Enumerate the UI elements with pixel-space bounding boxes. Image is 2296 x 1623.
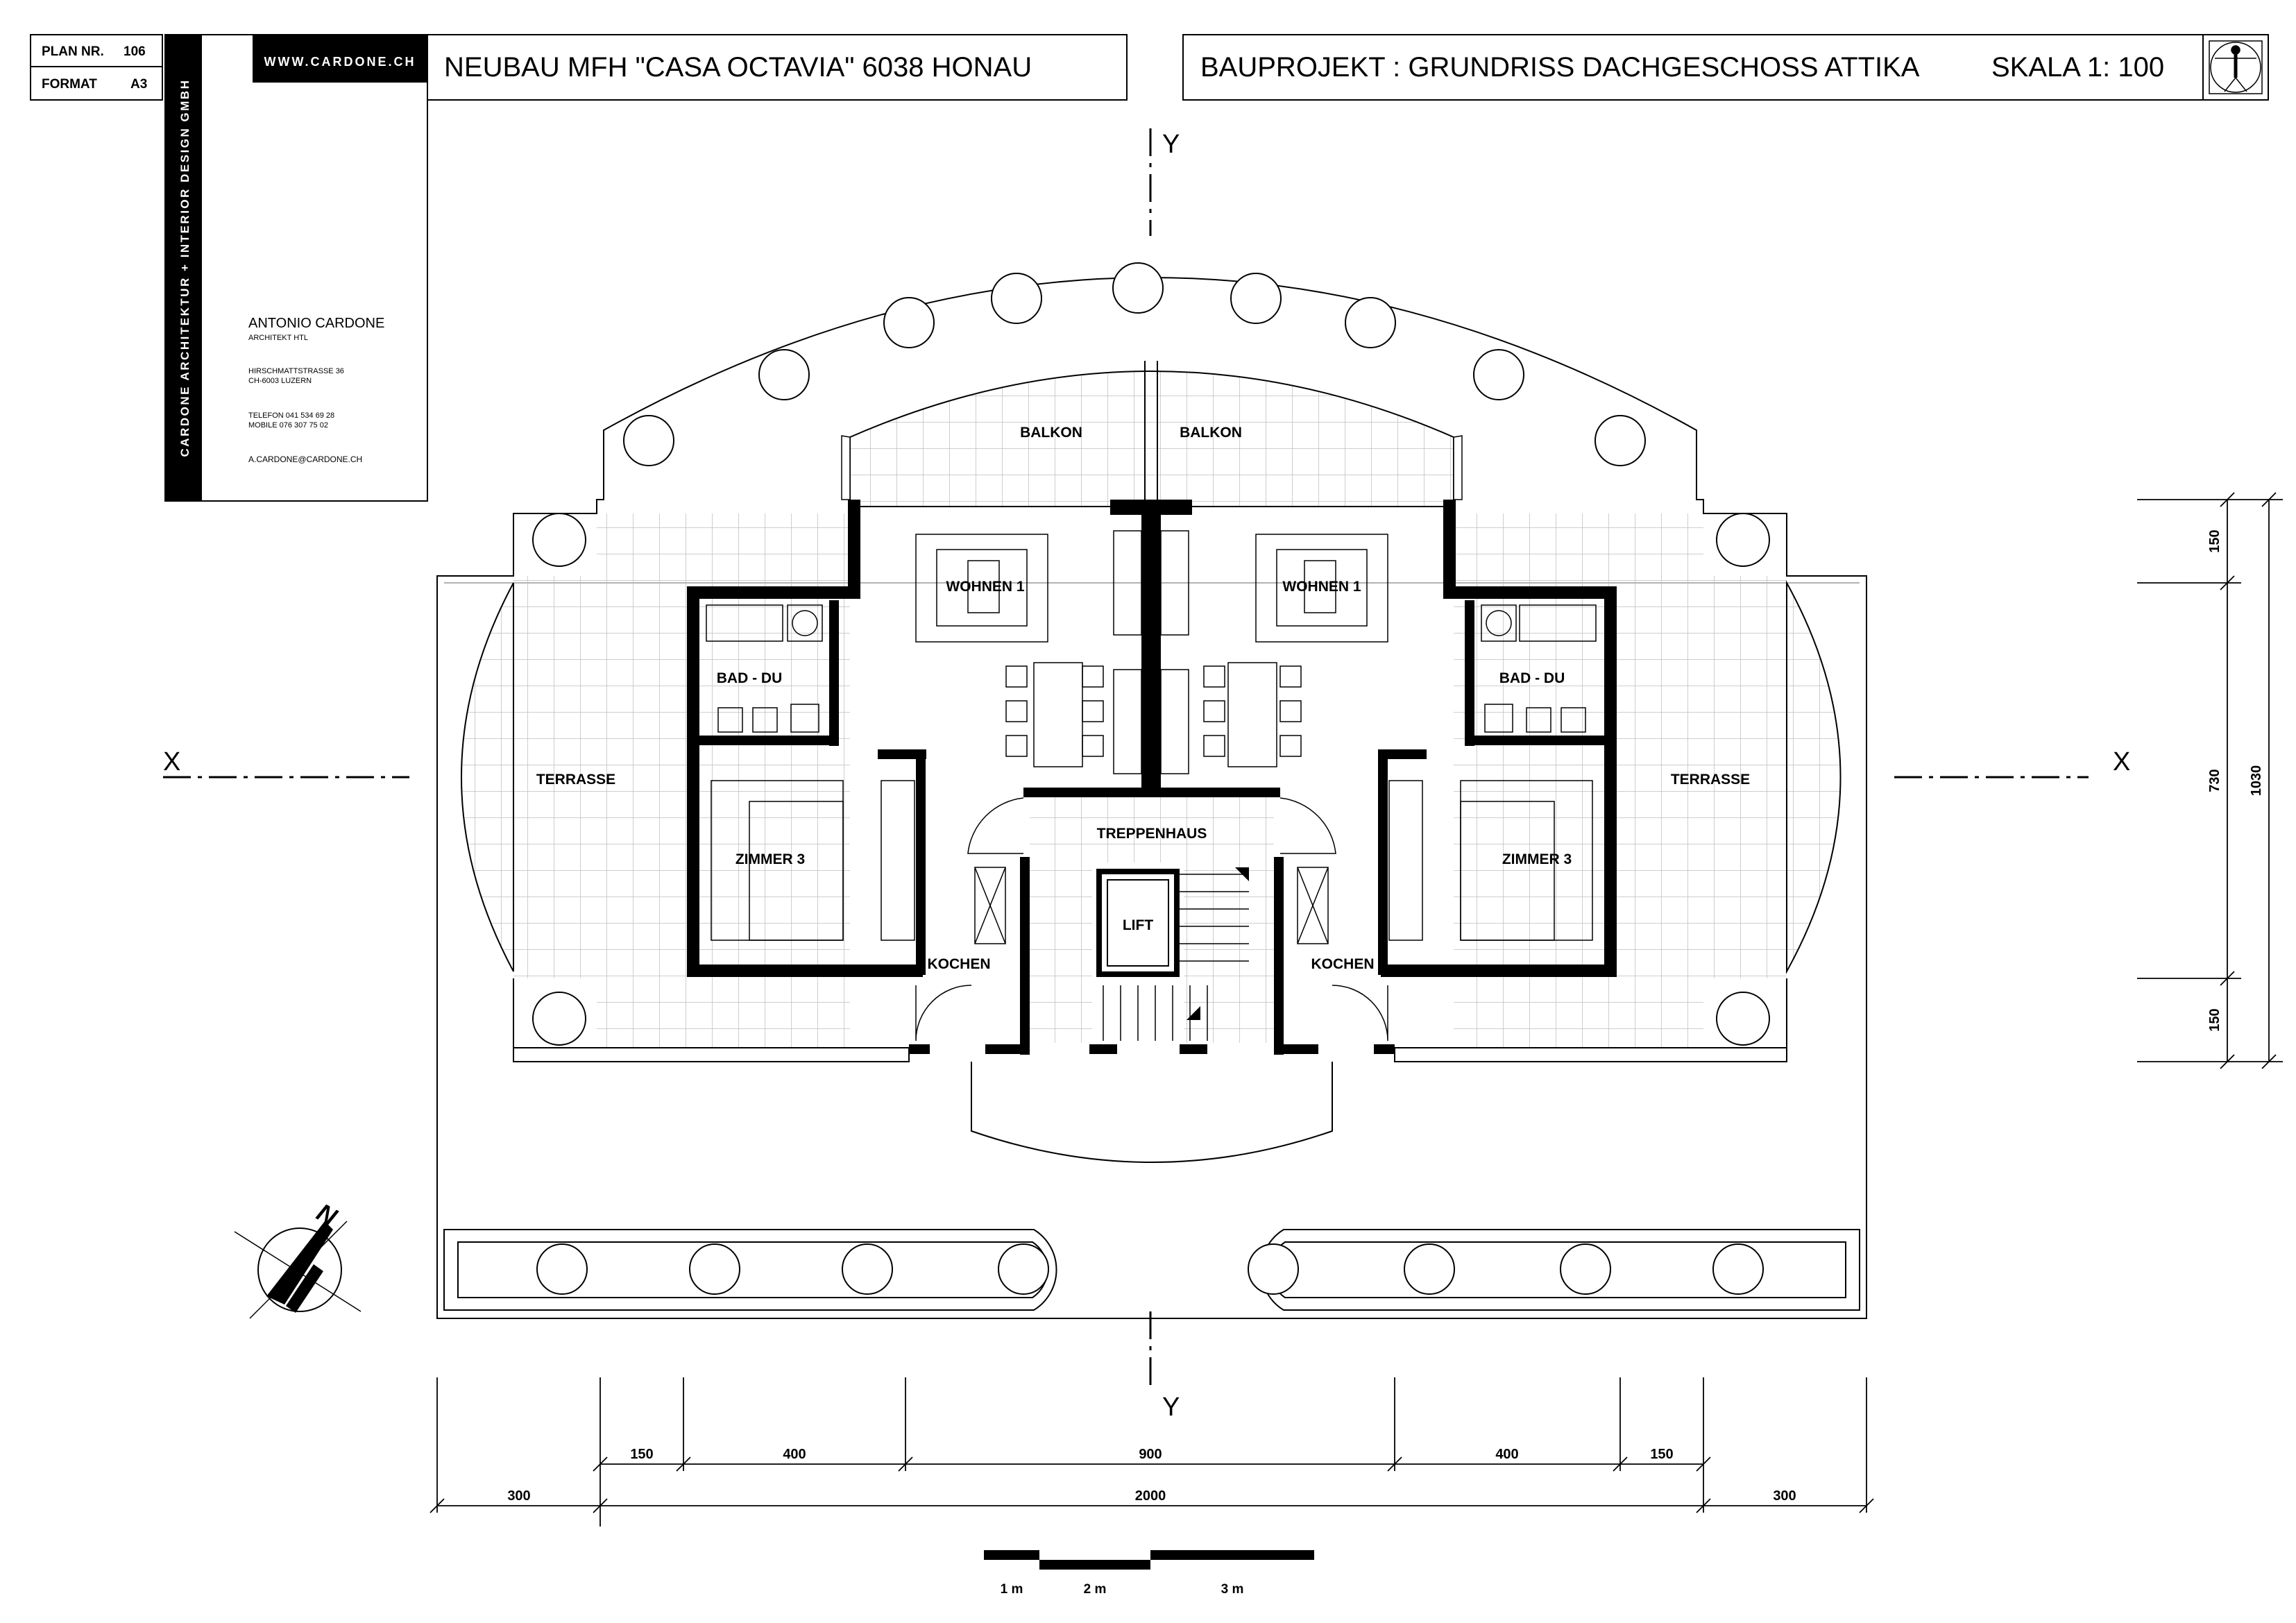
title-block: [30, 34, 2269, 502]
dim-bottom-400-left: 400: [783, 1447, 806, 1462]
format-value: A3: [130, 77, 147, 92]
architect-name: ANTONIO CARDONE: [248, 316, 384, 331]
website-bar: [253, 34, 428, 83]
north-arrow-icon: [234, 1221, 362, 1319]
email: A.CARDONE@CARDONE.CH: [248, 454, 362, 464]
lift-cabin: [1107, 879, 1169, 967]
address-line2: CH-6003 LUZERN: [248, 377, 312, 385]
dim-bottom-300-right: 300: [1773, 1488, 1796, 1504]
plan-nr-label: PLAN NR.: [42, 44, 104, 59]
mobile: MOBILE 076 307 75 02: [248, 421, 328, 430]
terrace-right-arc: [1786, 582, 1842, 972]
planter-circles-top: [623, 262, 1646, 466]
website-text: WWW.CARDONE.CH: [264, 55, 416, 69]
room-wohnen-left: WOHNEN 1: [946, 579, 1024, 595]
room-kochen-left: KOCHEN: [927, 956, 990, 972]
axis-x-right: X: [2113, 747, 2130, 776]
dim-bottom-150-left: 150: [630, 1447, 653, 1462]
axis-y-bottom: Y: [1162, 1393, 1180, 1422]
room-balkon-left: BALKON: [1020, 425, 1082, 441]
dim-right-150b: 150: [2207, 1008, 2222, 1031]
furniture: [706, 530, 1597, 1042]
room-zimmer-left: ZIMMER 3: [735, 851, 805, 867]
stair-steps: [1103, 874, 1249, 1041]
company-box: [164, 34, 428, 502]
scale-3m: 3 m: [1221, 1582, 1244, 1597]
dim-right-730: 730: [2207, 769, 2222, 792]
drawing-title: BAUPROJEKT : GRUNDRISS DACHGESCHOSS ATTI…: [1200, 52, 1920, 83]
room-zimmer-right: ZIMMER 3: [1502, 851, 1572, 867]
phone: TELEFON 041 534 69 28: [248, 411, 334, 420]
terrace-left-arc: [461, 582, 514, 972]
planter-boxes-bottom: [443, 1229, 1860, 1311]
address-line1: HIRSCHMATTSTRASSE 36: [248, 367, 344, 375]
room-bad-right: BAD - DU: [1499, 670, 1565, 686]
room-wohnen-right: WOHNEN 1: [1282, 579, 1361, 595]
dim-right-1030: 1030: [2249, 765, 2264, 797]
dim-bottom-300-left: 300: [507, 1488, 530, 1504]
architect-title: ARCHITEKT HTL: [248, 334, 308, 342]
company-vertical-text: CARDONE ARCHITEKTUR + INTERIOR DESIGN GM…: [178, 79, 192, 457]
project-title: NEUBAU MFH "CASA OCTAVIA" 6038 HONAU: [444, 52, 1032, 83]
entry-canopy: [971, 1062, 1333, 1163]
room-lift: LIFT: [1123, 917, 1153, 933]
dimension-lines-bottom: [430, 1377, 1874, 1527]
scale-1m: 1 m: [1001, 1582, 1023, 1597]
dim-right-150a: 150: [2207, 529, 2222, 552]
vitruvian-logo-icon: [2209, 40, 2263, 94]
scale-2m: 2 m: [1084, 1582, 1107, 1597]
dim-bottom-900: 900: [1139, 1447, 1162, 1462]
company-vertical-bar: [164, 34, 202, 502]
planter-circles-corners: [532, 513, 1770, 1046]
format-label: FORMAT: [42, 77, 97, 92]
room-balkon-right: BALKON: [1180, 425, 1242, 441]
plan-nr-value: 106: [124, 44, 146, 59]
room-terrasse-right: TERRASSE: [1671, 772, 1750, 788]
dim-bottom-2000: 2000: [1135, 1488, 1166, 1504]
stair-landing-tiles: [1030, 797, 1274, 863]
north-label: N: [312, 1198, 342, 1232]
scale-label: SKALA 1: 100: [1991, 52, 2164, 83]
interior-walls: [687, 500, 1617, 1055]
room-terrasse-left: TERRASSE: [536, 772, 615, 788]
axis-x-left: X: [163, 747, 180, 776]
section-axes: [163, 128, 2089, 1391]
axis-y-top: Y: [1162, 130, 1180, 159]
balcony-area: [849, 371, 1454, 507]
dimension-lines-right: [2137, 492, 2283, 1069]
logo-box: [2202, 34, 2269, 101]
dim-bottom-150-right: 150: [1650, 1447, 1673, 1462]
room-bad-left: BAD - DU: [717, 670, 783, 686]
dim-bottom-400-right: 400: [1495, 1447, 1518, 1462]
room-treppenhaus: TREPPENHAUS: [1097, 826, 1207, 842]
project-title-box: [427, 34, 1128, 101]
scale-bar: [984, 1550, 1314, 1570]
room-kochen-right: KOCHEN: [1311, 956, 1374, 972]
